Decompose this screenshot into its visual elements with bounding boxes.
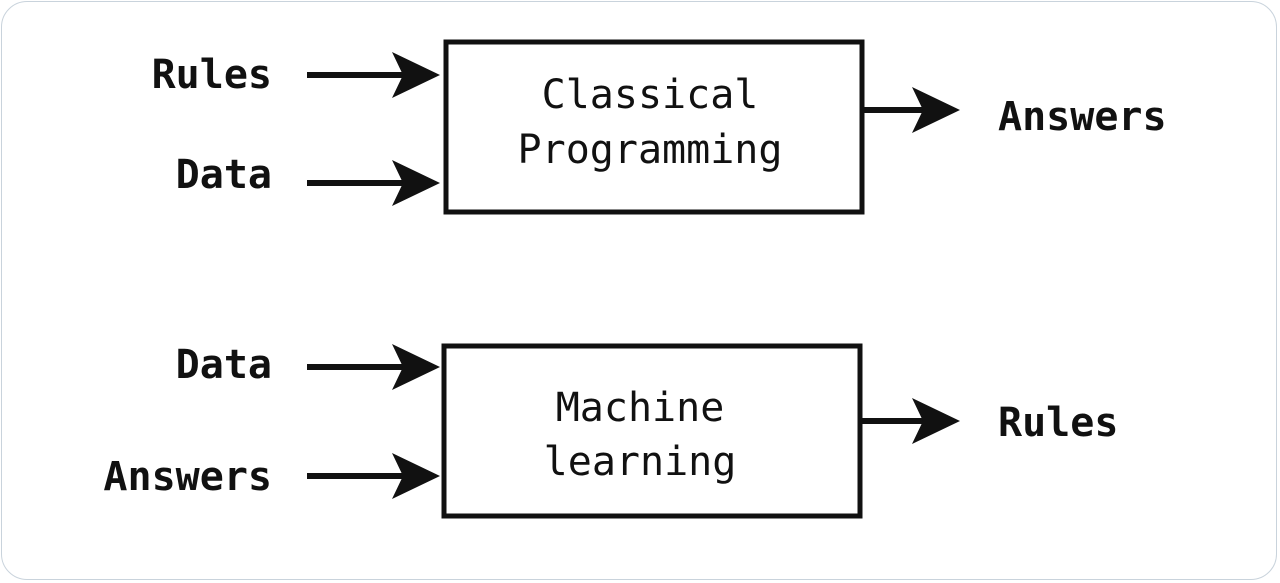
classical-programming-section: Rules Data Classical Programming Answers (152, 39, 1167, 215)
top-input-rules-arrow (307, 52, 440, 98)
machine-learning-section: Data Answers Machine learning Rules (103, 342, 1118, 519)
bottom-input-answers-arrow (307, 453, 440, 499)
classical-programming-box-line2: Programming (518, 127, 783, 173)
bottom-input-data-arrow (307, 344, 440, 390)
machine-learning-box-line1: Machine (556, 385, 725, 431)
top-input-rules-label: Rules (152, 52, 272, 98)
classical-programming-box-line1: Classical (542, 72, 759, 118)
machine-learning-box (441, 343, 863, 519)
bottom-input-data-label: Data (176, 342, 272, 388)
bottom-input-answers-label: Answers (103, 454, 272, 500)
bottom-output-rules-label: Rules (998, 400, 1118, 446)
top-output-arrow (864, 87, 960, 133)
machine-learning-box-line2: learning (544, 439, 737, 485)
top-input-data-arrow (307, 160, 440, 206)
classical-programming-box (443, 39, 865, 215)
top-input-data-label: Data (176, 152, 272, 198)
bottom-output-arrow (862, 398, 960, 444)
top-output-answers-label: Answers (998, 94, 1167, 140)
